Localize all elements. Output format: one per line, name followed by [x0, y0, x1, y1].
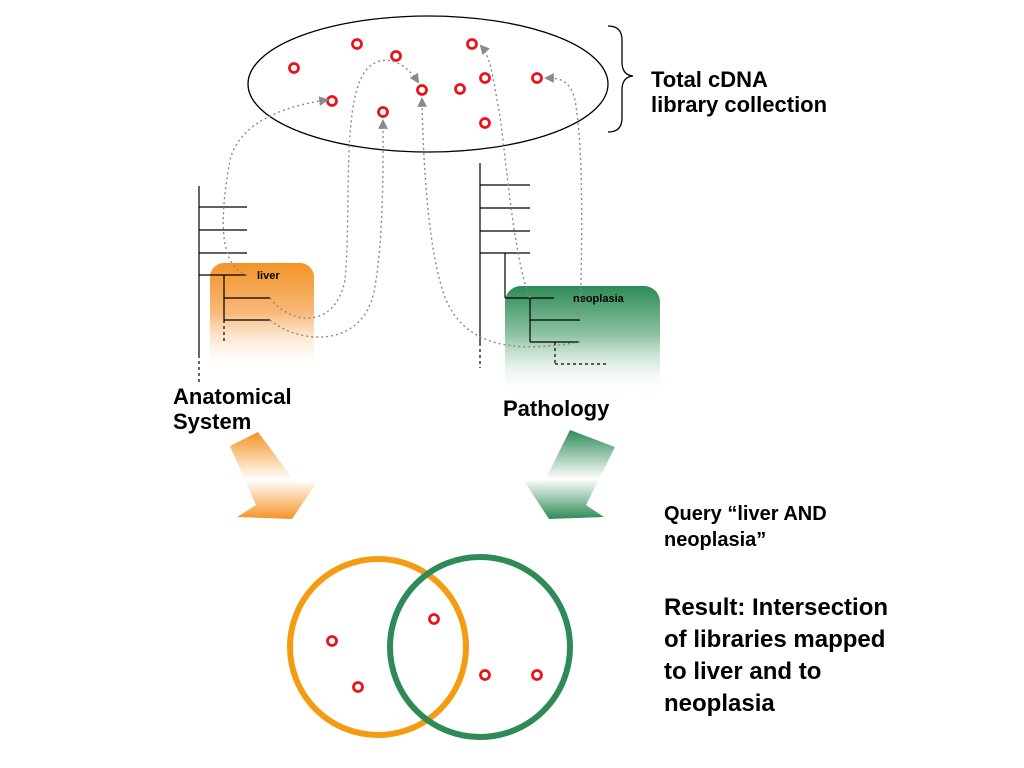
library-marker — [479, 669, 491, 681]
library-marker — [326, 95, 338, 107]
venn-neoplasia-circle — [387, 554, 573, 740]
library-marker — [351, 38, 363, 50]
library-marker — [288, 62, 300, 74]
collection-label-line2: library collection — [651, 92, 828, 118]
library-marker — [377, 106, 389, 118]
library-marker — [352, 681, 364, 693]
library-marker — [479, 117, 491, 129]
venn-library-markers — [326, 613, 543, 693]
pathology-title: Pathology — [503, 396, 610, 421]
anatomical-system-title: Anatomical System — [173, 384, 292, 435]
library-marker — [479, 72, 491, 84]
library-marker — [466, 38, 478, 50]
collection-label-line1: Total cDNA — [651, 67, 768, 92]
library-marker — [531, 72, 543, 84]
anatomical-tree — [198, 186, 270, 382]
mapping-arrow — [417, 97, 581, 348]
result-text: Result: Intersection of libraries mapped… — [664, 592, 888, 721]
pathology-tree — [479, 163, 608, 368]
query-line1: Query “liver AND — [664, 503, 827, 525]
anatomical-title-line1: Anatomical — [173, 384, 292, 409]
library-marker — [454, 83, 466, 95]
mapping-arrow — [544, 73, 583, 321]
venn-liver-circle — [287, 556, 469, 738]
result-line2: of libraries mapped — [664, 626, 886, 654]
query-line2: neoplasia” — [664, 528, 767, 551]
library-marker — [531, 669, 543, 681]
liver-node-label: liver — [257, 270, 280, 282]
library-collection-ellipse — [247, 15, 609, 153]
query-text: Query “liver AND neoplasia” — [664, 502, 827, 553]
neoplasia-highlight-box — [505, 286, 660, 396]
anatomical-flow-arrow — [230, 432, 317, 519]
library-marker — [326, 635, 338, 647]
neoplasia-node-label: neoplasia — [573, 293, 625, 305]
collection-library-markers — [288, 38, 543, 129]
mapping-arrow — [269, 119, 388, 338]
result-line3: to liver and to — [664, 658, 822, 686]
liver-highlight-box — [210, 263, 314, 373]
mapping-arrow — [479, 44, 531, 299]
mapping-arrow — [222, 96, 329, 276]
result-line4: neoplasia — [664, 690, 775, 718]
result-line1: Result: Intersection — [664, 594, 889, 621]
collection-brace — [607, 25, 634, 133]
pathology-flow-arrow — [524, 430, 615, 519]
library-marker-intersection — [428, 613, 440, 625]
library-marker — [390, 50, 402, 62]
library-marker — [416, 84, 428, 96]
mapping-lines — [222, 44, 583, 348]
anatomical-title-line2: System — [173, 409, 252, 435]
collection-label: Total cDNA library collection — [651, 67, 827, 118]
